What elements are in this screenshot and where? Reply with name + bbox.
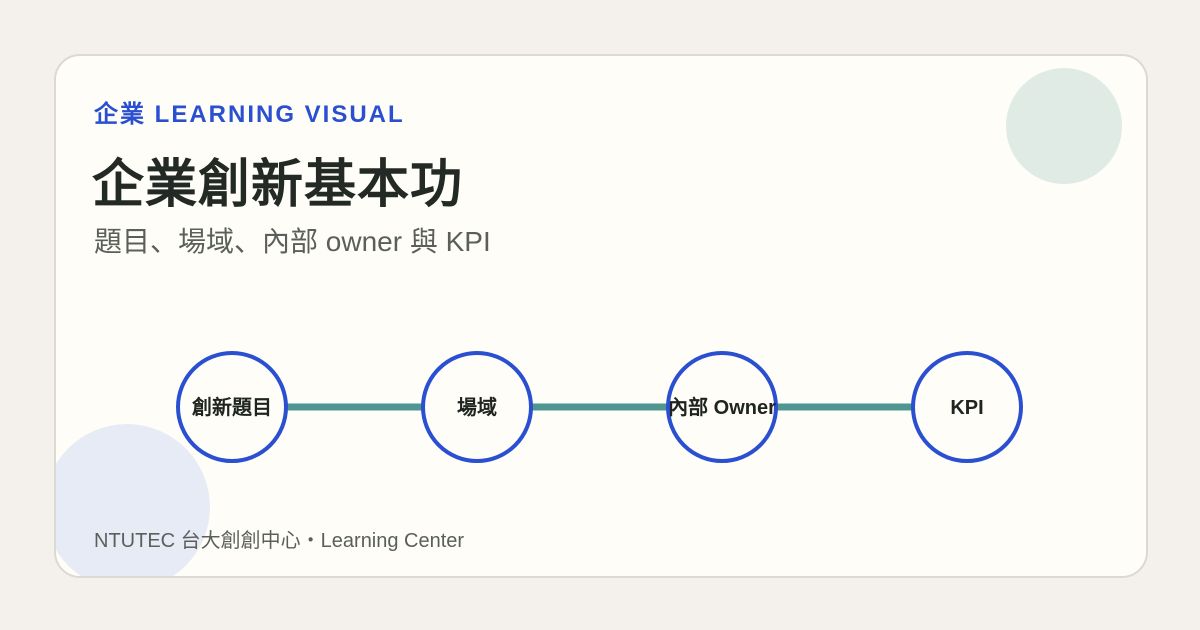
flow-node-label-1: 創新題目 <box>191 395 272 419</box>
eyebrow-label: 企業 LEARNING VISUAL <box>94 101 405 128</box>
flow-diagram: 創新題目 場域 內部 Owner KPI <box>176 351 1023 463</box>
flow-node-3 <box>666 351 778 463</box>
flow-node-2 <box>421 351 533 463</box>
card: 企業 LEARNING VISUAL 企業創新基本功 題目、場域、內部 owne… <box>54 54 1148 578</box>
page-subtitle: 題目、場域、內部 owner 與 KPI <box>94 226 491 257</box>
page-title: 企業創新基本功 <box>92 156 464 214</box>
flow-node-label-4: KPI <box>950 397 983 419</box>
flow-node-label-2: 場域 <box>457 395 497 419</box>
decorative-circle-bottom <box>56 424 210 576</box>
decorative-circle-top <box>1006 68 1122 184</box>
flow-node-1 <box>176 351 288 463</box>
flow-node-4 <box>911 351 1023 463</box>
footer-credit: NTUTEC 台大創創中心・Learning Center <box>94 530 465 552</box>
flow-node-label-3: 內部 Owner <box>668 395 776 419</box>
